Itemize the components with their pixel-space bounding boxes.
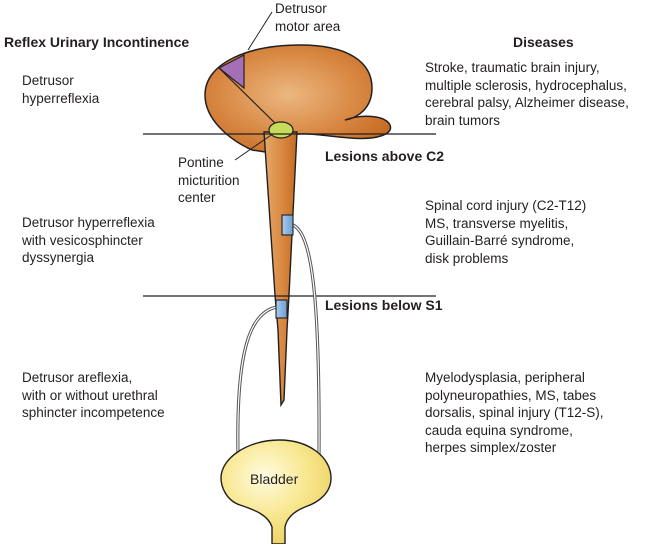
diseases-list-1: Stroke, traumatic brain injury, multiple… [425,60,629,128]
label-pontine-micturition-center: Pontine micturition center [178,155,240,205]
header-reflex-urinary-incontinence: Reflex Urinary Incontinence [4,34,190,50]
bladder-shape [220,439,332,544]
header-lesions-above-c2: Lesions above C2 [325,148,445,164]
header-lesions-below-s1: Lesions below S1 [325,297,443,313]
incontinence-type-2: Detrusor hyperreflexia with vesicosphinc… [22,215,155,265]
header-diseases: Diseases [513,34,574,50]
label-detrusor-motor-area: Detrusor motor area [275,1,341,34]
incontinence-type-1: Detrusor hyperreflexia [22,73,100,106]
nerve-upper [289,222,321,456]
leader-line-pontine [234,130,278,161]
spinal-segment-lower [275,299,288,319]
spinal-segment-upper [281,214,294,236]
incontinence-type-3: Detrusor areflexia, with or without uret… [22,370,165,420]
label-bladder: Bladder [250,471,299,487]
diseases-list-3: Myelodysplasia, peripheral polyneuropath… [425,370,604,455]
spinal-cord [263,131,298,408]
leader-line-motor-area [247,11,273,51]
detrusor-motor-area [217,54,245,90]
tract-line [218,67,281,129]
nerve-lower [236,305,278,456]
diseases-list-2: Spinal cord injury (C2-T12) MS, transver… [425,198,587,266]
pontine-micturition-center [268,121,294,139]
